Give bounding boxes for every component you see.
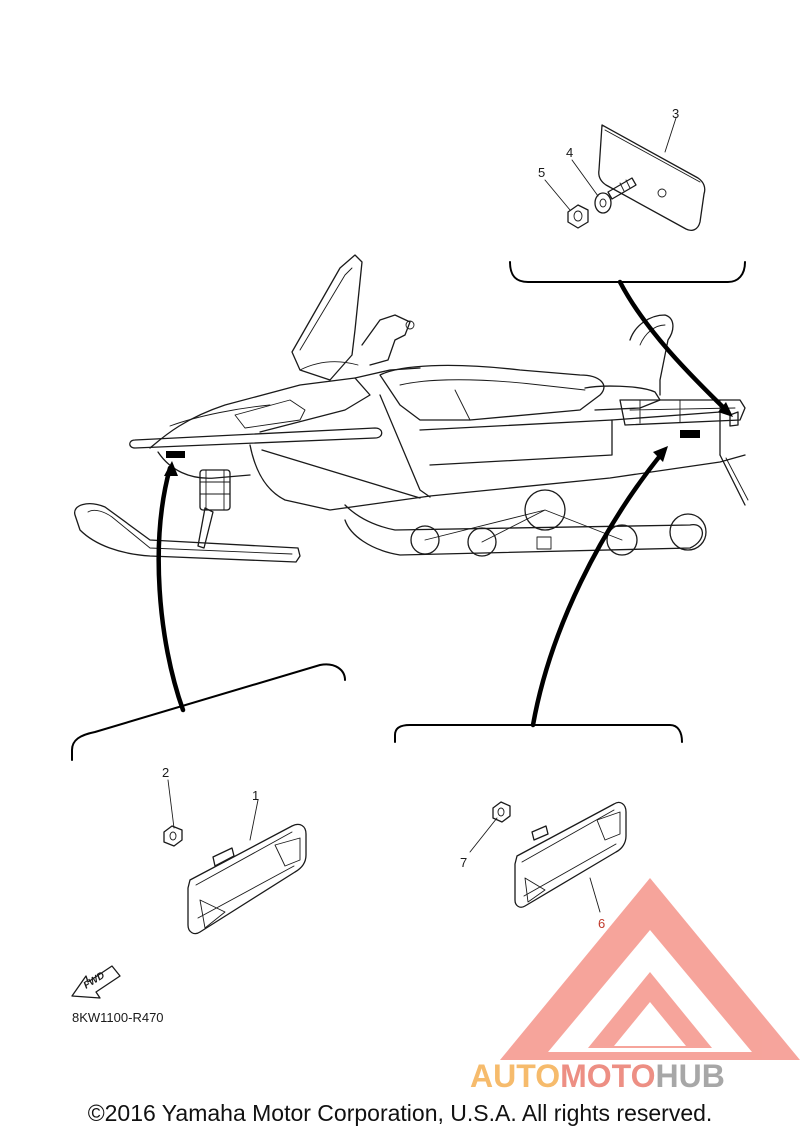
diagram-code: 8KW1100-R470 — [72, 1010, 164, 1025]
callout-6: 6 — [598, 916, 605, 931]
callout-4: 4 — [566, 145, 573, 160]
callout-1: 1 — [252, 788, 259, 803]
callout-5: 5 — [538, 165, 545, 180]
detail-frames — [71, 261, 746, 761]
front-reflector-detail — [163, 779, 307, 935]
plate-assembly-detail — [544, 117, 706, 231]
rear-reflector-detail — [469, 801, 627, 913]
callout-3: 3 — [672, 106, 679, 121]
callout-2: 2 — [162, 765, 169, 780]
watermark-text: AUTOMOTOHUB — [470, 1058, 725, 1094]
copyright-notice: ©2016 Yamaha Motor Corporation, U.S.A. A… — [87, 1100, 713, 1126]
watermark-logo — [500, 878, 800, 1060]
fwd-label: FWD — [82, 970, 107, 991]
callout-7: 7 — [460, 855, 467, 870]
rear-reflector-location-marker — [680, 430, 700, 438]
snowmobile-illustration — [74, 254, 749, 563]
front-reflector-location-marker — [166, 451, 185, 458]
fwd-direction-arrow: FWD — [71, 965, 121, 999]
